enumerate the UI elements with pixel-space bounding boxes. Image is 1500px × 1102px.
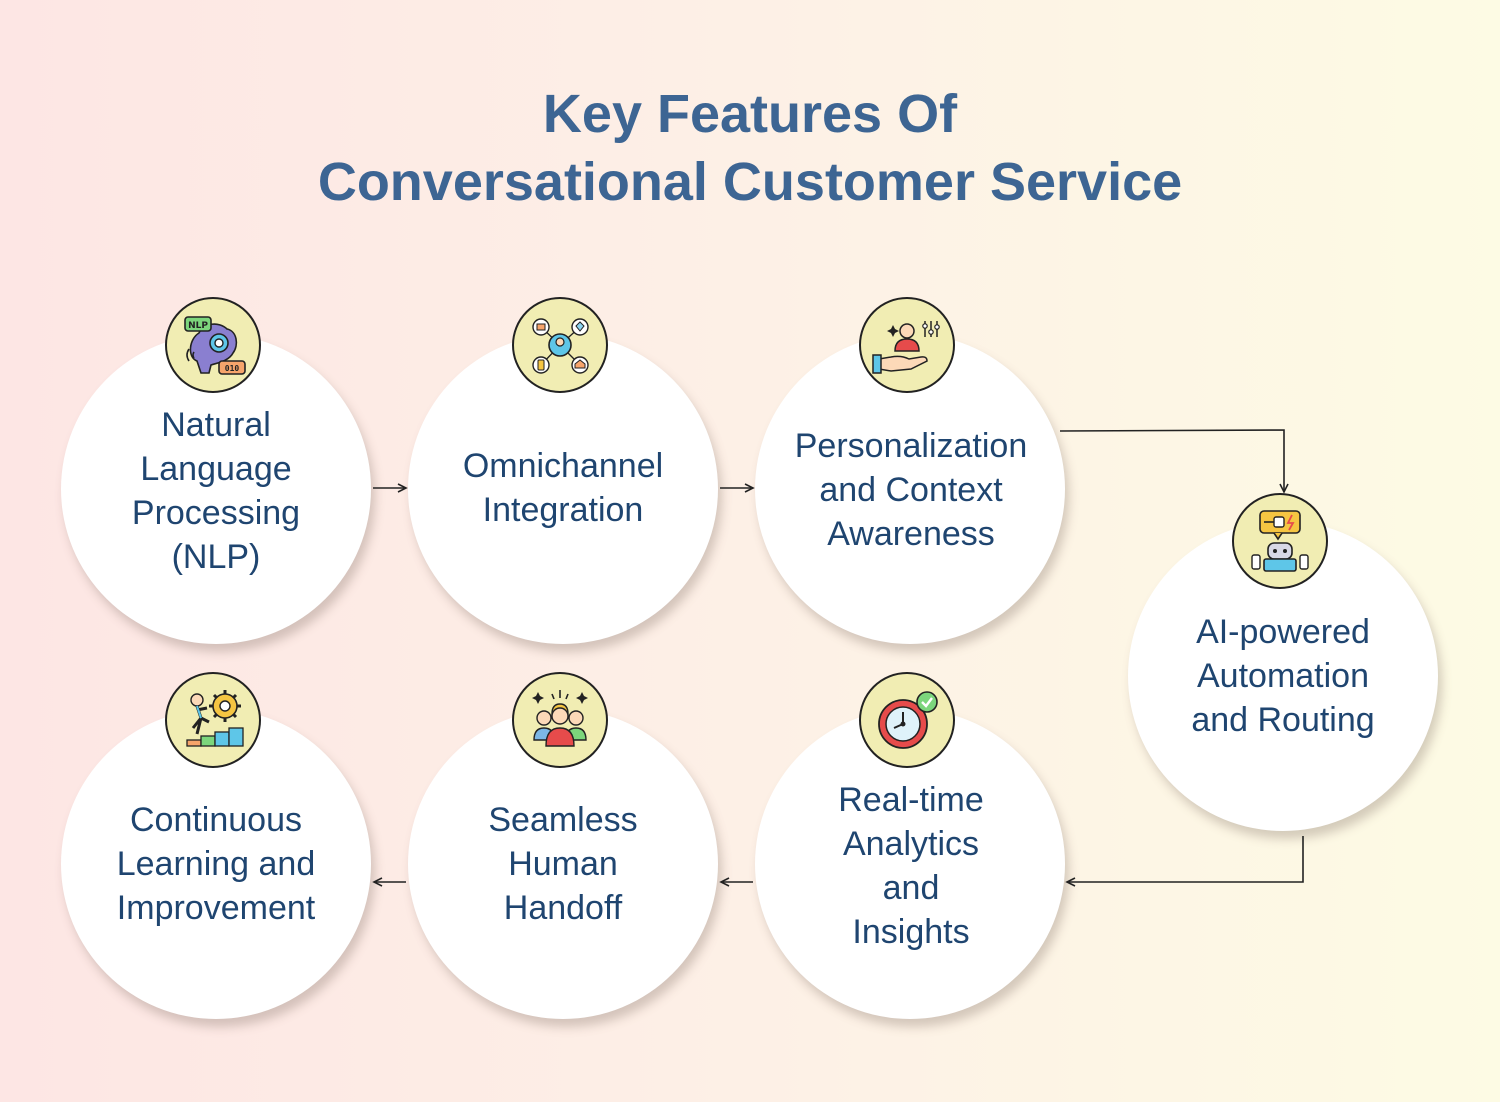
label-line: Analytics bbox=[842, 825, 980, 863]
label-line: and Routing bbox=[1191, 701, 1375, 739]
personalization-hand-icon bbox=[859, 297, 955, 393]
svg-text:010: 010 bbox=[225, 364, 240, 373]
feature-label-analytics: Real-time Analytics and Insights bbox=[761, 778, 1061, 954]
label-line: Awareness bbox=[827, 515, 995, 553]
feature-label-personalization: Personalization and Context Awareness bbox=[761, 424, 1061, 556]
label-line: Human bbox=[508, 845, 618, 883]
team-handoff-icon bbox=[512, 672, 608, 768]
label-line: and Context bbox=[819, 471, 1003, 509]
svg-text:NLP: NLP bbox=[188, 321, 208, 331]
label-line: Seamless bbox=[488, 801, 638, 839]
robot-automation-icon bbox=[1232, 493, 1328, 589]
feature-label-handoff: Seamless Human Handoff bbox=[413, 798, 713, 930]
label-line: Processing bbox=[131, 494, 301, 532]
feature-label-nlp: Natural Language Processing (NLP) bbox=[66, 403, 366, 579]
page-title: Key Features Of Conversational Customer … bbox=[0, 80, 1500, 216]
arrow-ai-to-analytics bbox=[1065, 836, 1304, 887]
label-line: Insights bbox=[852, 913, 970, 951]
nlp-brain-gear-icon: NLP 010 bbox=[165, 297, 261, 393]
label-line: Integration bbox=[482, 491, 644, 529]
label-line: (NLP) bbox=[171, 538, 261, 576]
label-line: Automation bbox=[1197, 657, 1369, 695]
title-line-1: Key Features Of bbox=[542, 84, 958, 144]
label-line: and bbox=[882, 869, 940, 907]
label-line: Natural bbox=[161, 406, 271, 444]
clock-check-icon bbox=[859, 672, 955, 768]
label-line: Personalization bbox=[794, 427, 1028, 465]
feature-label-ai-automation: AI-powered Automation and Routing bbox=[1133, 610, 1433, 742]
label-line: Learning and bbox=[116, 845, 316, 883]
label-line: Language bbox=[140, 450, 292, 488]
label-line: Omnichannel bbox=[462, 447, 664, 485]
label-line: Improvement bbox=[116, 889, 316, 927]
feature-label-learning: Continuous Learning and Improvement bbox=[66, 798, 366, 930]
label-line: Real-time bbox=[838, 781, 984, 819]
label-line: Continuous bbox=[129, 801, 302, 839]
omnichannel-network-icon bbox=[512, 297, 608, 393]
label-line: AI-powered bbox=[1196, 613, 1370, 651]
arrow-personalization-to-ai bbox=[1059, 429, 1289, 494]
feature-label-omnichannel: Omnichannel Integration bbox=[413, 444, 713, 532]
steps-gear-icon bbox=[165, 672, 261, 768]
title-line-2: Conversational Customer Service bbox=[317, 152, 1183, 212]
label-line: Handoff bbox=[503, 889, 623, 927]
